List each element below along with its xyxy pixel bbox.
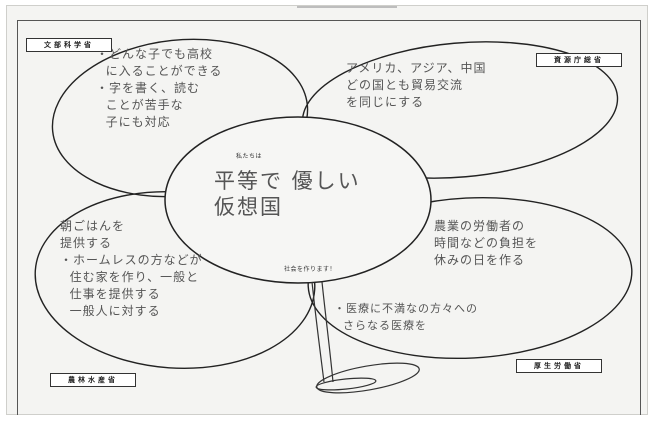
petal-right <box>307 196 633 360</box>
stamp-top-right: 資源庁総省 <box>536 53 622 67</box>
stamp-bottom-right: 厚生労働省 <box>516 359 602 373</box>
center-closing: 社会を作ります！ <box>284 266 337 273</box>
stamp-bottom-left: 農林水産省 <box>50 373 136 387</box>
stamp-top-left: 文部科学省 <box>26 38 112 52</box>
petal-right-text: 農業の労働者の 時間などの負担を 休みの日を作る <box>434 219 539 267</box>
stem <box>311 281 325 383</box>
worksheet-frame <box>17 20 641 415</box>
center-circle <box>164 116 432 284</box>
center-intro: 私たちは <box>236 153 263 160</box>
petal-top-right-text: アメリカ、アジア、中国 どの国とも貿易交流 を同じにする <box>346 61 487 109</box>
leaf-inner <box>315 377 377 391</box>
top-rule <box>297 6 397 8</box>
petal-left-text: 朝ごはんを 提供する ・ホームレスの方などが 住む家を作り、一般と 仕事を提供す… <box>60 219 203 318</box>
center-title: 平等で 優しい 仮想国 <box>214 169 361 219</box>
stem-back <box>321 281 334 383</box>
petal-bottom-right-text: ・医療に不満なの方々への さらなる医療を <box>334 302 478 332</box>
leaf <box>316 362 420 394</box>
petal-top-left-text: ・どんな子でも高校 に入ることができる ・字を書く、読む ことが苦手な 子にも対… <box>96 47 223 129</box>
